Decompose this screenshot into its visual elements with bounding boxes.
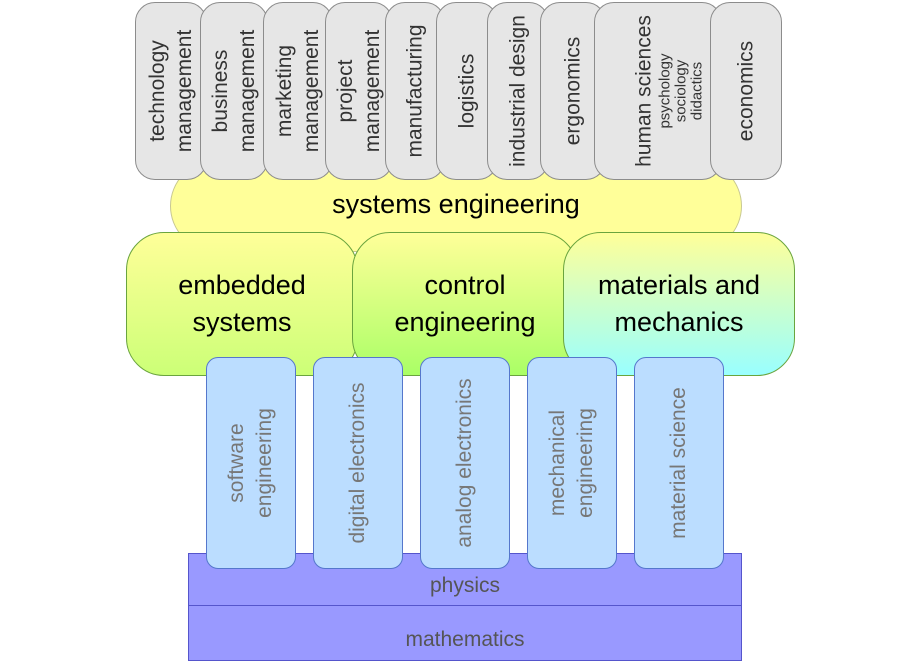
pill-line: management — [300, 29, 323, 153]
systems-engineering-label: systems engineering — [332, 189, 580, 219]
pill-line: technology — [146, 40, 169, 142]
column-line: mechanical — [546, 409, 569, 517]
pill-subline: sociology — [672, 59, 690, 123]
pill-line: project — [334, 59, 357, 123]
column-line: software — [225, 423, 248, 503]
pill-line: ergonomics — [561, 36, 585, 146]
column-software-engineering: software engineering — [206, 357, 296, 569]
pill-project-management: project management — [325, 2, 393, 180]
domain-line: embedded — [178, 270, 306, 300]
domain-line: mechanics — [614, 307, 744, 337]
pill-line: logistics — [455, 53, 479, 129]
column-line: material science — [667, 387, 690, 539]
embedded-systems-block: embedded systems — [126, 232, 358, 376]
pill-line: business — [209, 49, 232, 133]
pill-industrial-design: industrial design — [487, 2, 549, 180]
column-line: analog electronics — [453, 378, 476, 548]
pill-line: industrial design — [506, 15, 530, 167]
column-line: engineering — [253, 408, 276, 518]
domain-line: control — [424, 270, 506, 300]
domain-line: materials and — [597, 270, 761, 300]
pill-manufacturing: manufacturing — [385, 2, 445, 180]
column-mechanical-engineering: mechanical engineering — [527, 357, 617, 569]
column-analog-electronics: analog electronics — [420, 357, 510, 569]
pill-line: manufacturing — [403, 24, 427, 158]
pill-economics: economics — [710, 2, 782, 180]
pill-line: management — [236, 29, 259, 153]
mathematics-layer: mathematics — [188, 605, 742, 661]
pill-human-sciences: human sciences psychology sociology dida… — [594, 2, 722, 180]
mathematics-label: mathematics — [405, 628, 525, 651]
domain-line: engineering — [394, 307, 536, 337]
column-line: digital electronics — [346, 382, 369, 544]
pill-subline: didactics — [688, 61, 706, 121]
pill-subline: psychology — [656, 53, 674, 129]
physics-label: physics — [429, 574, 501, 597]
pill-line: management — [361, 29, 384, 153]
column-digital-electronics: digital electronics — [313, 357, 403, 569]
domain-line: systems — [192, 307, 292, 337]
pill-line: management — [173, 29, 196, 153]
pill-line: economics — [734, 40, 758, 142]
pill-marketing-management: marketing management — [263, 2, 333, 180]
column-line: engineering — [574, 408, 597, 518]
pill-line: human sciences — [632, 15, 656, 167]
pill-business-management: business management — [200, 2, 268, 180]
pill-technology-management: technology management — [135, 2, 207, 180]
materials-mechanics-block: materials and mechanics — [563, 232, 795, 376]
control-engineering-block: control engineering — [352, 232, 578, 376]
pill-line: marketing — [273, 44, 296, 138]
column-material-science: material science — [634, 357, 724, 569]
